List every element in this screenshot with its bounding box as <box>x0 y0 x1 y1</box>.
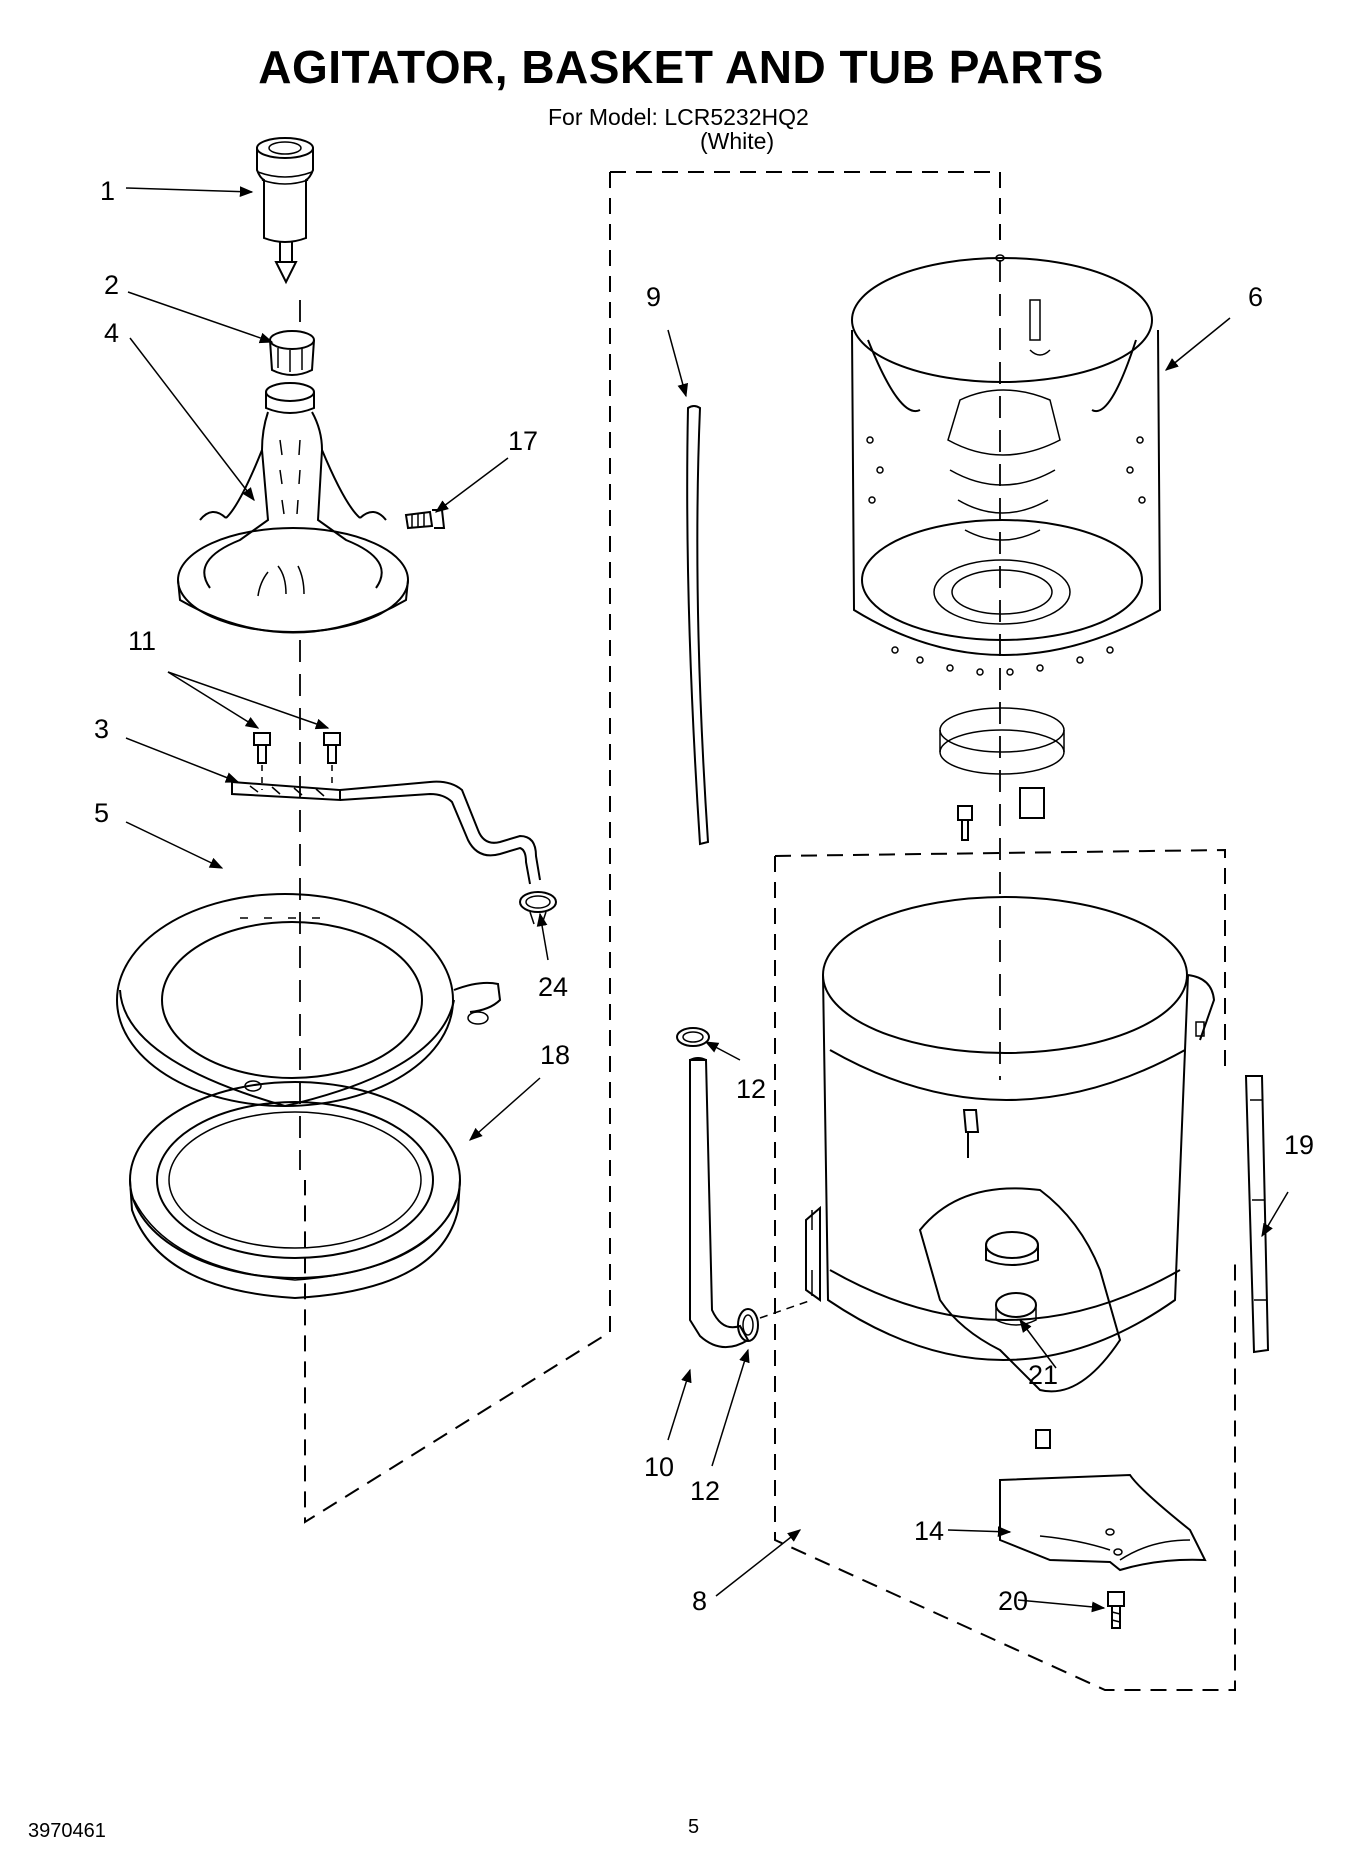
callout-5: 5 <box>94 798 109 828</box>
callout-10: 10 <box>644 1452 674 1482</box>
callout-24: 24 <box>538 972 568 1002</box>
drain-connection-guide <box>759 1299 813 1319</box>
agitator-cap <box>256 137 314 285</box>
model-color: (White) <box>700 128 775 154</box>
shield-14 <box>999 1473 1207 1572</box>
basket-assembly-enclosure <box>304 171 1001 1524</box>
callout-3: 3 <box>94 714 109 744</box>
callout-1: 1 <box>100 176 115 206</box>
callout-8: 8 <box>692 1586 707 1616</box>
callout-6: 6 <box>1248 282 1263 312</box>
fill-hose-bracket <box>231 780 541 885</box>
screws-11 <box>253 732 341 790</box>
tub-ring-seal <box>129 1081 461 1300</box>
callout-17: 17 <box>508 426 538 456</box>
strip-19 <box>1244 1075 1270 1354</box>
tub-ring <box>116 893 502 1108</box>
tub-assembly-enclosure <box>774 848 1236 1691</box>
page-number: 5 <box>688 1816 700 1838</box>
callout-9: 9 <box>646 282 661 312</box>
hose-clamp-12-upper <box>676 1027 710 1047</box>
model-number: For Model: LCR5232HQ2 <box>548 104 809 130</box>
basket-hub-parts <box>939 707 1065 841</box>
screw-20 <box>1107 1591 1125 1629</box>
callout-4: 4 <box>104 318 119 348</box>
callout-14: 14 <box>914 1516 944 1546</box>
callout-21: 21 <box>1028 1360 1058 1390</box>
callout-18: 18 <box>540 1040 570 1070</box>
callout-11: 11 <box>128 626 156 656</box>
drain-hose-10 <box>689 1057 750 1348</box>
callout-2: 2 <box>104 270 119 300</box>
callout-12-upper: 12 <box>736 1074 766 1104</box>
agitator-base <box>177 382 409 634</box>
page-title: AGITATOR, BASKET AND TUB PARTS <box>258 41 1104 93</box>
callout-19: 19 <box>1284 1130 1314 1160</box>
hose-9 <box>686 405 710 846</box>
hose-clamp-24 <box>519 891 557 925</box>
callout-12-lower: 12 <box>690 1476 720 1506</box>
hose-clamp-12-lower <box>737 1308 759 1342</box>
callout-leaders <box>125 186 1289 1613</box>
screw-17 <box>404 509 446 530</box>
callout-20: 20 <box>998 1586 1028 1616</box>
agitator-drive-cam <box>269 330 315 376</box>
spin-basket <box>851 254 1162 676</box>
document-number: 3970461 <box>28 1820 106 1842</box>
outer-tub <box>805 896 1216 1449</box>
